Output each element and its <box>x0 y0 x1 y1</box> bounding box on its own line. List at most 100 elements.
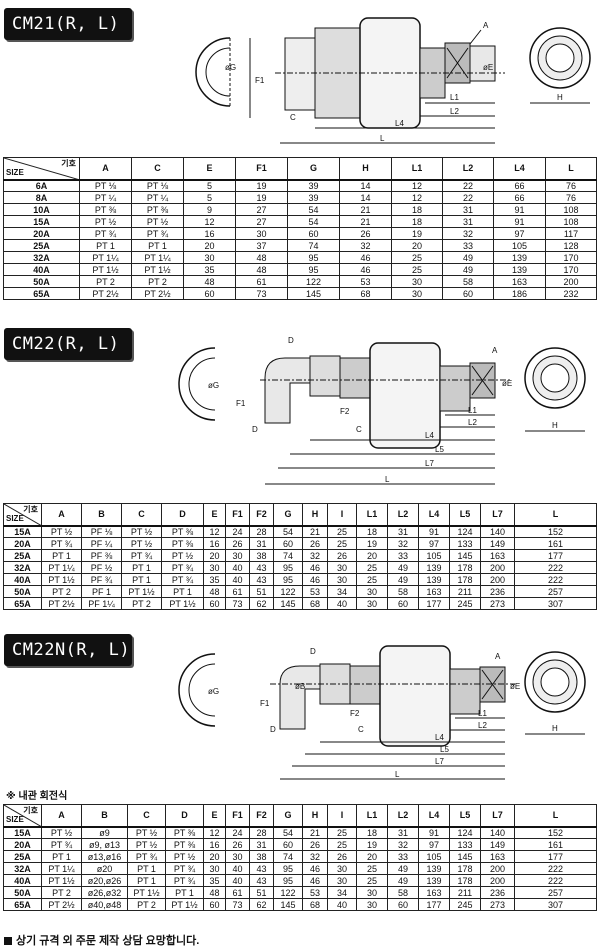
column-header: L <box>545 157 597 180</box>
table-cell: 68 <box>302 597 328 610</box>
table-cell: 28 <box>249 525 274 538</box>
table-header-row: 기호 SIZE A C E F1 G H L1 L2 L4 L <box>3 157 597 180</box>
table-cell: PT 1½ <box>41 573 82 586</box>
table-cell: 12 <box>203 826 226 839</box>
table-cell: 26 <box>339 227 392 240</box>
table-cell: 200 <box>480 862 515 875</box>
table-cell: 9 <box>183 203 236 216</box>
table-cell: PT 2 <box>121 597 162 610</box>
table-cell: 60 <box>203 597 226 610</box>
table-cell: 105 <box>493 239 546 252</box>
dim-label: L1 <box>468 406 477 415</box>
table-corner-cell: 기호 SIZE <box>3 503 42 526</box>
dim-label: øE <box>510 682 520 691</box>
corner-top-label: 기호 <box>23 806 38 815</box>
table-cell: 178 <box>449 573 481 586</box>
table-cell: 35 <box>203 874 226 887</box>
table-cell: PT 2½ <box>41 898 82 911</box>
table-cell: 68 <box>339 287 392 300</box>
cm22-drawing-svg: øG D A F1 F2 øE L1 L2 D C L4 L5 L7 L H <box>178 336 586 485</box>
table-cell: PT ½ <box>41 525 82 538</box>
dim-label: H <box>552 724 558 733</box>
table-cell: PT 1¼ <box>41 862 82 875</box>
table-cell: 177 <box>514 549 597 562</box>
table-cell: 105 <box>418 549 450 562</box>
table-cell: 40 <box>327 898 357 911</box>
column-header: H <box>302 804 328 827</box>
table-cell: 25 <box>356 561 388 574</box>
table-cell: PT ⅜ <box>165 826 204 839</box>
table-cell: 49 <box>387 561 419 574</box>
table-cell: 40 <box>225 874 250 887</box>
table-cell: PF 1 <box>81 585 122 598</box>
table-cell: 232 <box>545 287 597 300</box>
table-cell: 30 <box>235 227 288 240</box>
table-cell: 12 <box>391 179 443 192</box>
table-cell: 307 <box>514 597 597 610</box>
table-cell: 40 <box>225 862 250 875</box>
table-cell: 161 <box>514 537 597 550</box>
table-cell: PT ⅜ <box>79 203 132 216</box>
column-header: A <box>41 804 82 827</box>
table-cell: 46 <box>302 573 328 586</box>
table-cell: 25 <box>327 537 357 550</box>
table-cell: PF ¼ <box>81 537 122 550</box>
table-cell: 74 <box>273 549 303 562</box>
table-cell: 91 <box>418 525 450 538</box>
table-cell: 26 <box>327 549 357 562</box>
table-cell: 21 <box>339 203 392 216</box>
table-cell: 139 <box>493 251 546 264</box>
dim-label: L2 <box>468 418 477 427</box>
table-cell: 139 <box>418 874 450 887</box>
table-cell: 31 <box>442 203 494 216</box>
dim-label: L1 <box>450 93 459 102</box>
table-cell: PT ¾ <box>161 561 204 574</box>
table-cell: 58 <box>442 275 494 288</box>
table-cell: 61 <box>235 275 288 288</box>
table-cell: 16 <box>183 227 236 240</box>
column-header: L4 <box>418 804 450 827</box>
table-cell: 25 <box>327 826 357 839</box>
table-cell: 43 <box>249 561 274 574</box>
dim-label: L2 <box>450 107 459 116</box>
table-cell: PT 1 <box>165 886 204 899</box>
cm21-drawing-svg: øG F1 A øE L1 L2 C L4 L H <box>195 17 591 144</box>
column-header: F2 <box>249 503 274 526</box>
column-header: C <box>127 804 166 827</box>
table-cell: 60 <box>387 597 419 610</box>
dim-label: D <box>288 336 294 345</box>
table-cell: PT 1 <box>121 573 162 586</box>
size-cell: 20A <box>3 838 42 851</box>
table-cell: PT 1½ <box>79 263 132 276</box>
column-header: D <box>161 503 204 526</box>
dim-label: F2 <box>350 709 360 718</box>
dim-label: L7 <box>435 757 444 766</box>
table-cell: 178 <box>449 561 481 574</box>
dim-label: øE <box>502 379 512 388</box>
table-cell: 20 <box>356 850 388 863</box>
table-cell: 257 <box>514 886 597 899</box>
table-cell: 34 <box>327 585 357 598</box>
corner-diagonal <box>4 158 77 179</box>
size-cell: 32A <box>3 862 42 875</box>
column-header: F1 <box>225 804 250 827</box>
corner-bottom-label: SIZE <box>6 814 24 824</box>
dim-label: D <box>270 725 276 734</box>
table-cell: 49 <box>442 263 494 276</box>
dim-label: øB <box>295 682 305 691</box>
table-cell: PT 1½ <box>127 886 166 899</box>
size-cell: 50A <box>3 585 42 598</box>
dim-label: C <box>290 113 296 122</box>
table-cell: 30 <box>391 275 443 288</box>
table-cell: 19 <box>235 179 288 192</box>
